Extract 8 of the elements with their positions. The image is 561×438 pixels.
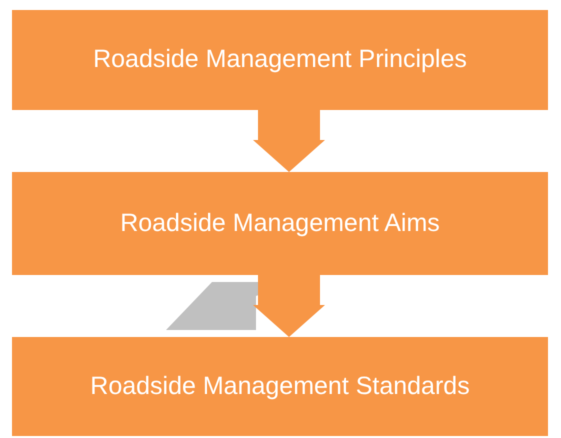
process-box <box>12 172 548 275</box>
process-box <box>12 337 548 436</box>
box-label: Roadside Management Principles <box>93 44 467 76</box>
block-arrow <box>253 275 325 337</box>
box-label: Roadside Management Standards <box>90 370 470 402</box>
box-label: Roadside Management Aims <box>120 208 440 239</box>
block-arrow <box>253 110 325 172</box>
process-box <box>12 10 548 110</box>
